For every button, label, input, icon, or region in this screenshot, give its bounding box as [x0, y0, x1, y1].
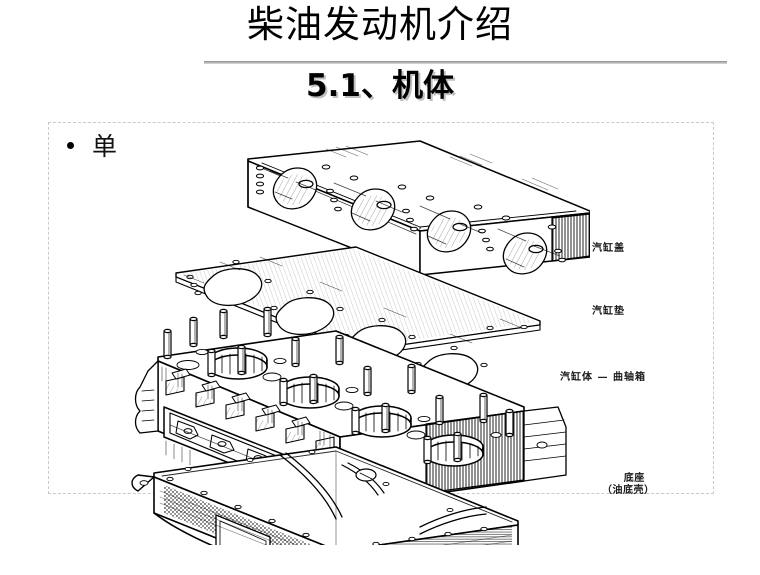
callout-cylinder-block-crankcase: 汽缸体 — 曲轴箱	[560, 372, 646, 383]
callout-base-line2: （油底壳）	[602, 485, 655, 496]
bullet-dot-icon	[67, 142, 74, 149]
bullet-item-label: 单	[92, 132, 118, 161]
callout-base: 底座 （油底壳）	[602, 473, 655, 497]
head-stud-group	[163, 306, 514, 465]
cylinder-block-crankcase-part	[134, 306, 567, 508]
title-divider	[204, 61, 727, 64]
cylinder-head-part	[247, 140, 590, 276]
callout-base-line1: 底座	[623, 473, 645, 484]
engine-diagram	[120, 135, 590, 545]
oil-pan-part	[131, 446, 519, 545]
section-subtitle: 5.1、机体	[306, 68, 454, 104]
page-title: 柴油发动机介绍	[247, 3, 513, 46]
callout-cylinder-head: 汽缸盖	[592, 243, 625, 254]
bullet-list-item: 单	[67, 133, 117, 161]
callout-cylinder-gasket: 汽缸垫	[592, 306, 625, 317]
